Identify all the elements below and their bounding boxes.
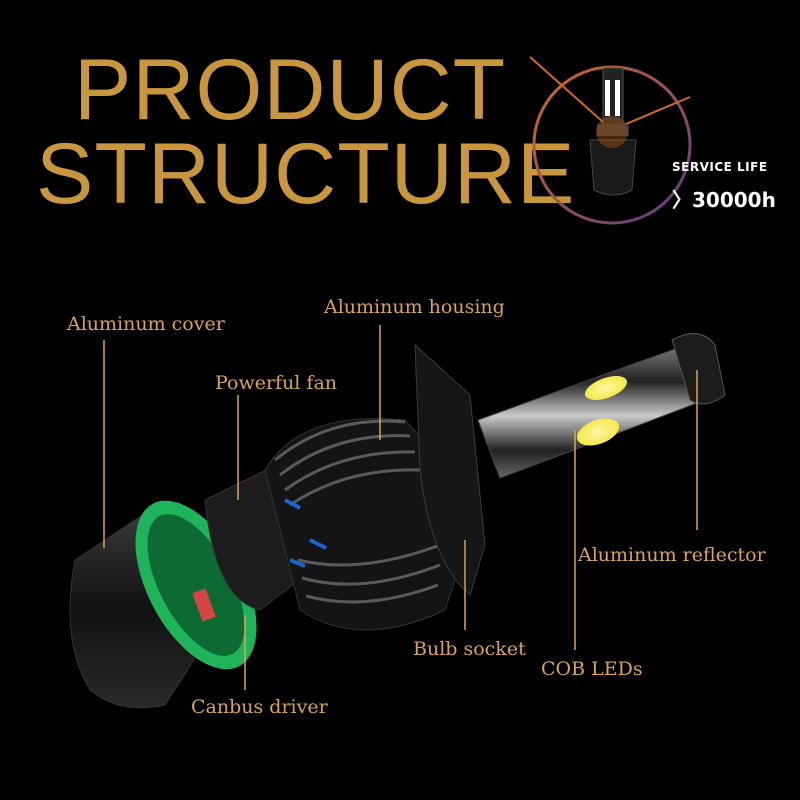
mini-bulb-glow	[596, 116, 628, 148]
mini-bulb-led-2	[615, 80, 620, 116]
label-powerful-fan: Powerful fan	[215, 372, 338, 394]
label-cob-leds: COB LEDs	[541, 658, 643, 680]
label-aluminum-housing: Aluminum housing	[324, 296, 505, 318]
title-line-2: STRUCTURE	[36, 126, 576, 222]
title-line-1: PRODUCT	[74, 42, 507, 138]
leader-lines	[103, 325, 698, 690]
service-life-badge	[529, 56, 692, 225]
label-bulb-socket: Bulb socket	[413, 638, 526, 660]
mini-bulb-body	[589, 139, 637, 196]
badge-ring	[532, 65, 692, 225]
cob-led-top	[585, 375, 627, 401]
fan-blades	[284, 498, 327, 568]
label-aluminum-reflector: Aluminum reflector	[578, 544, 766, 566]
mini-bulb-collar	[597, 124, 629, 136]
bulb-drawing	[69, 333, 726, 709]
service-life-value: 〉30000h	[672, 188, 776, 212]
service-life-label: SERVICE LIFE	[672, 160, 768, 174]
badge-ray-1	[529, 56, 613, 131]
pcb-component	[192, 588, 216, 622]
cob-led-front	[576, 418, 620, 446]
label-canbus-driver: Canbus driver	[191, 696, 328, 718]
housing-fins	[274, 419, 441, 604]
bulb-socket-shape	[414, 343, 486, 596]
label-aluminum-cover: Aluminum cover	[67, 313, 225, 335]
mini-bulb-led-1	[605, 80, 610, 116]
